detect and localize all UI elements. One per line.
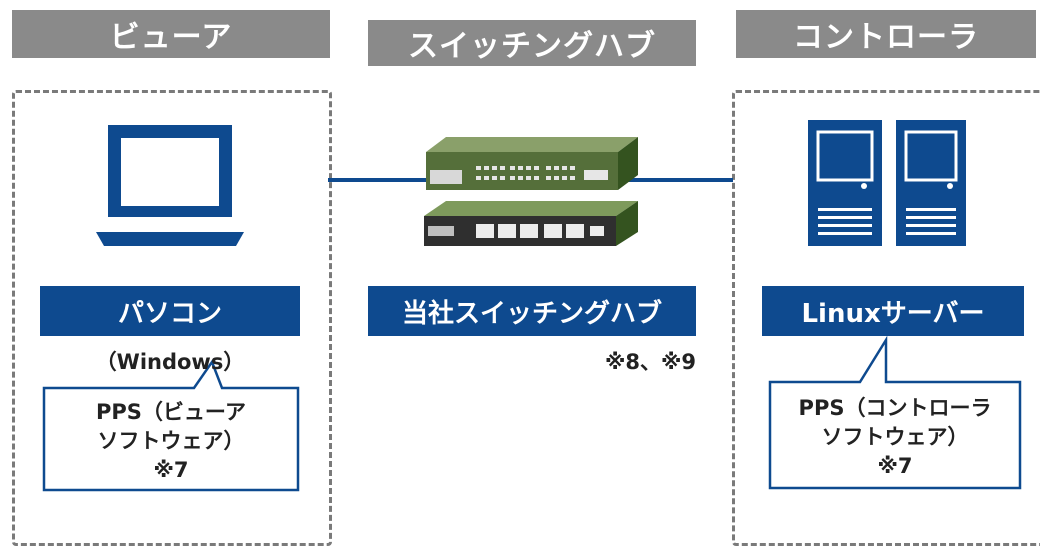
switching-hub-header: スイッチングハブ [368,20,696,66]
controller-callout-text: PPS（コントローラ ソフトウェア） ※7 [772,394,1018,481]
controller-callout-line-1: PPS（コントローラ [798,396,992,420]
controller-callout-line-3: ※7 [877,454,913,478]
viewer-callout-text: PPS（ビューア ソフトウェア） ※7 [46,398,296,485]
viewer-callout-bubble [42,359,300,492]
viewer-callout-line-1: PPS（ビューア [95,400,247,424]
viewer-callout-line-2: ソフトウェア） [97,429,245,453]
diagram-graphics [42,120,1022,492]
pc-label: パソコン [40,286,300,336]
viewer-callout-line-3: ※7 [153,458,189,482]
controller-header: コントローラ [736,10,1036,58]
server-label: Linuxサーバー [762,286,1024,336]
controller-callout-line-2: ソフトウェア） [821,425,969,449]
viewer-header: ビューア [12,10,330,58]
laptop-icon [96,125,244,246]
hub-label: 当社スイッチングハブ [368,286,696,336]
hub-footnote: ※8、※9 [604,350,696,374]
controller-callout-bubble [768,335,1022,490]
windows-note: （Windows） [95,350,245,374]
network-switch-icon [424,137,638,246]
server-tower-icon [808,120,966,246]
